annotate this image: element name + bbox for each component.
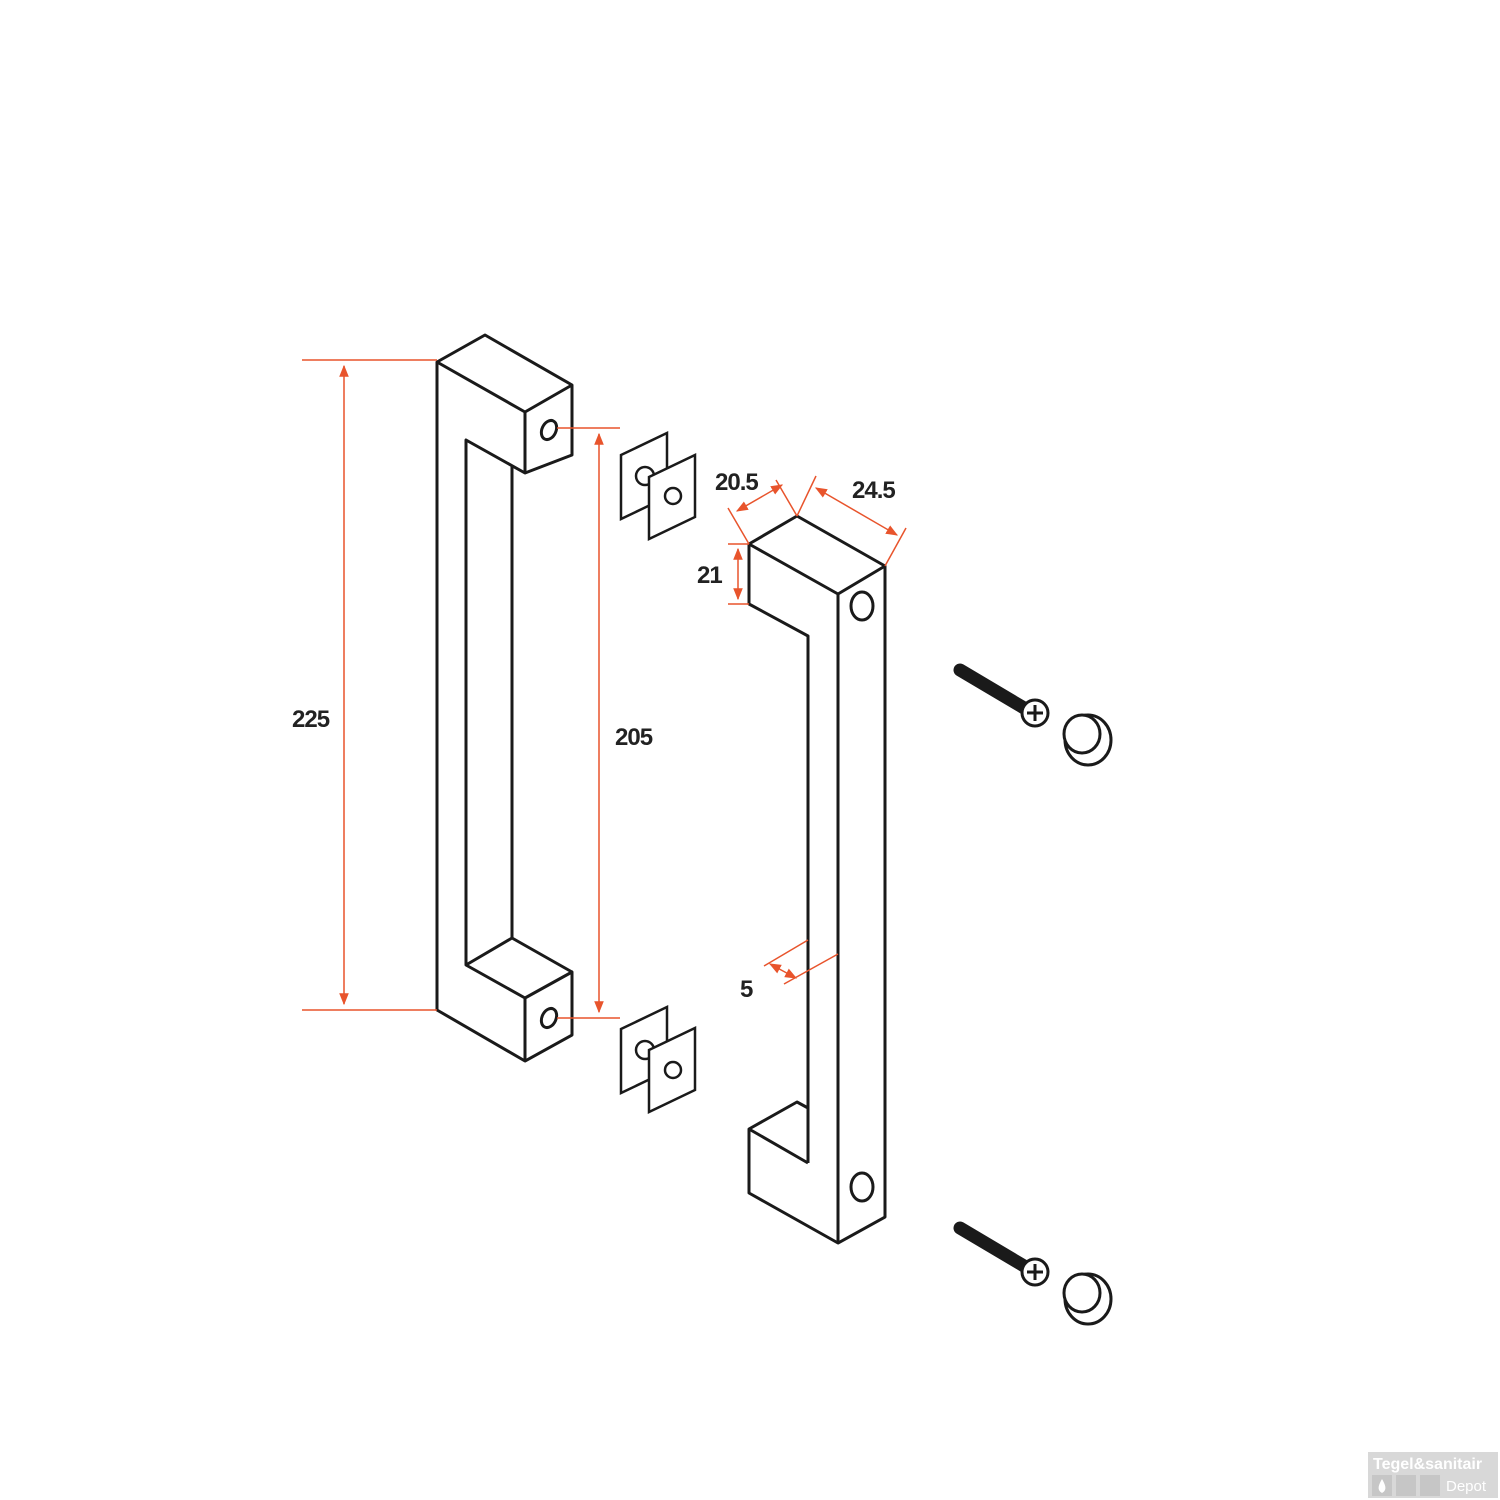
screw-bottom: [953, 1221, 1050, 1287]
watermark-logo: Tegel&sanitair Depot: [1368, 1452, 1498, 1498]
dim-label-24-5: 24.5: [852, 477, 895, 504]
watermark-sub: Depot: [1446, 1478, 1487, 1495]
dimension-depth: [796, 475, 907, 567]
gasket-top: [619, 431, 697, 541]
dim-label-205: 205: [615, 724, 653, 751]
cap-nut-top: [1062, 713, 1113, 767]
dim-label-21: 21: [697, 562, 722, 589]
dimension-width: [727, 479, 798, 545]
watermark-name: Tegel&sanitair: [1373, 1456, 1482, 1473]
dimension-center-distance: [557, 427, 620, 1019]
dim-label-20-5: 20.5: [715, 469, 758, 496]
cap-nut-bottom: [1062, 1272, 1113, 1326]
gasket-bottom: [619, 1005, 697, 1114]
dimension-overall-length: [302, 359, 437, 1011]
dim-label-225: 225: [292, 706, 330, 733]
dimension-height: [728, 543, 749, 605]
handle-right: [747, 514, 887, 1245]
handle-left: [435, 333, 574, 1063]
dim-label-5: 5: [740, 976, 753, 1003]
screw-top: [953, 663, 1050, 728]
dimension-wall-thickness: [763, 939, 839, 985]
